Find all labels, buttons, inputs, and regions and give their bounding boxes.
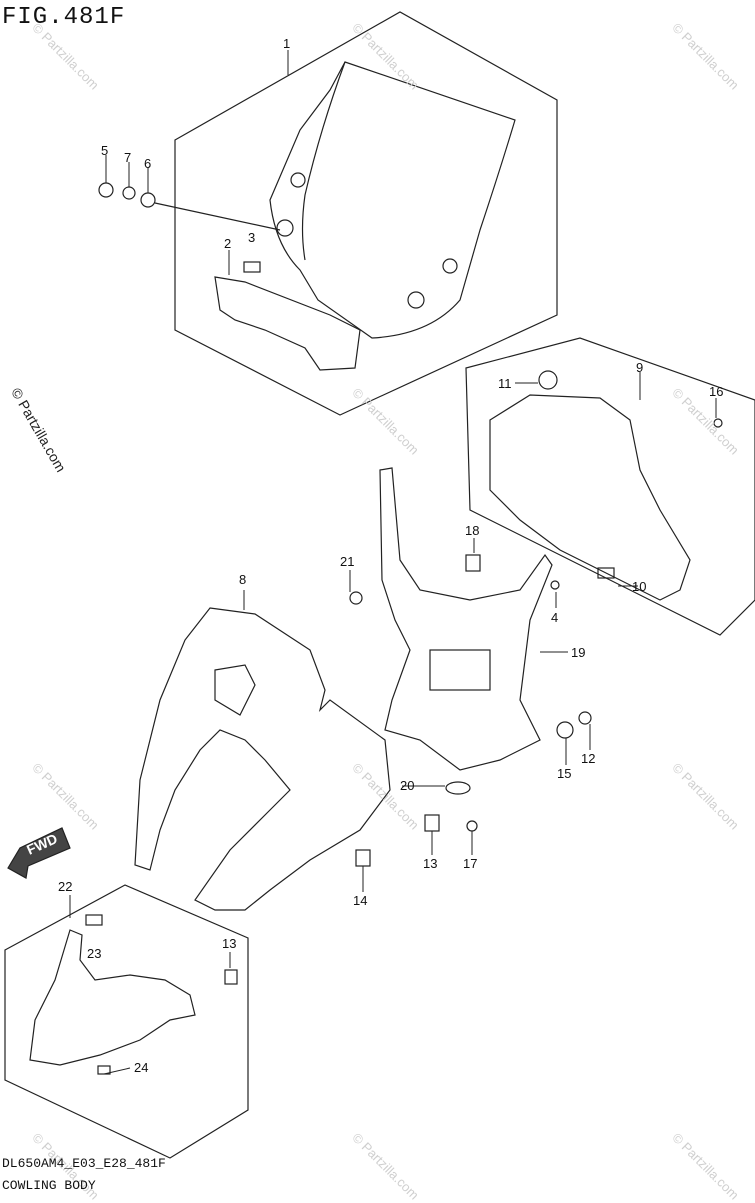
screw-part-5 [98, 182, 114, 198]
part-label-21: 21 [340, 554, 354, 569]
nut-part-13 [424, 814, 440, 832]
figure-subtitle: COWLING BODY [2, 1178, 96, 1193]
part-label-7: 7 [124, 150, 131, 165]
side-cowling-part [134, 607, 391, 911]
part-label-19: 19 [571, 645, 585, 660]
group-box-inner-cover [465, 337, 755, 636]
inner-cover-part [489, 394, 691, 601]
part-label-17: 17 [463, 856, 477, 871]
screw-part-17 [466, 820, 478, 832]
figure-title: FIG.481F [2, 4, 126, 31]
group-box-lower-cover [4, 884, 249, 1159]
grommet-part-20 [445, 781, 471, 795]
part-label-13-lower: 13 [222, 936, 236, 951]
group-box-windscreen [174, 11, 558, 416]
part-label-2: 2 [224, 236, 231, 251]
model-code: DL650AM4_E03_E28_481F [2, 1156, 166, 1171]
part-label-8: 8 [239, 572, 246, 587]
part-label-18: 18 [465, 523, 479, 538]
lower-cover-part [29, 929, 196, 1066]
inner-panel-part [214, 276, 361, 371]
part-label-13: 13 [423, 856, 437, 871]
label-part-23 [85, 914, 103, 926]
part-label-12: 12 [581, 751, 595, 766]
collar-part-15 [556, 721, 574, 739]
part-label-14: 14 [353, 893, 367, 908]
screw-part-4 [550, 580, 560, 590]
nut-part-6 [140, 192, 156, 208]
grommet-part-18 [465, 554, 481, 572]
part-label-5: 5 [101, 143, 108, 158]
part-label-3: 3 [248, 230, 255, 245]
fwd-arrow [7, 827, 71, 879]
part-label-1: 1 [283, 36, 290, 51]
part-label-11: 11 [498, 376, 512, 391]
part-label-16: 16 [709, 384, 723, 399]
part-label-9: 9 [636, 360, 643, 375]
part-label-10: 10 [632, 579, 646, 594]
nut-part-14 [355, 849, 371, 867]
part-label-23: 23 [87, 946, 101, 961]
bolt-part-12 [578, 711, 592, 725]
washer-part-7 [122, 186, 136, 200]
part-label-4: 4 [551, 610, 558, 625]
grommet-part-11 [538, 370, 558, 390]
part-label-20: 20 [400, 778, 414, 793]
part-label-24: 24 [134, 1060, 148, 1075]
bolt-part-21 [349, 591, 363, 605]
part-label-15: 15 [557, 766, 571, 781]
windscreen-part [269, 61, 516, 339]
part-label-6: 6 [144, 156, 151, 171]
label-part-10 [597, 567, 615, 579]
screw-part-16 [713, 418, 723, 428]
bracket-part [379, 467, 553, 771]
part-label-22: 22 [58, 879, 72, 894]
label-part-3 [243, 261, 261, 273]
nut-part-13-lower [224, 969, 238, 985]
